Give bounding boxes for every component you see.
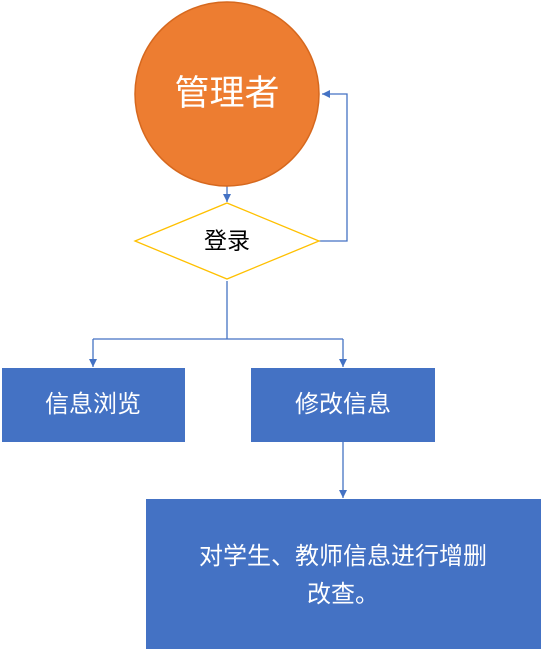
edge-login-to-admin: [319, 90, 348, 242]
login-label: 登录: [204, 229, 250, 255]
login-diamond: [133, 202, 321, 280]
node-admin: 管理者: [134, 1, 320, 187]
node-modify: 修改信息: [251, 368, 435, 442]
node-browse: 信息浏览: [2, 368, 185, 442]
crud-label-line2: 改查。: [307, 580, 379, 608]
crud-box: [146, 499, 541, 649]
modify-box: [251, 368, 435, 442]
admin-circle: [134, 1, 320, 187]
node-login: 登录: [133, 202, 321, 280]
modify-label: 修改信息: [295, 390, 391, 418]
node-crud: 对学生、教师信息进行增删 改查。: [146, 499, 541, 649]
browse-box: [2, 368, 185, 442]
crud-label-line1: 对学生、教师信息进行增删: [199, 542, 487, 570]
browse-label: 信息浏览: [45, 390, 141, 418]
admin-label: 管理者: [174, 74, 279, 114]
connectors: [89, 90, 348, 498]
